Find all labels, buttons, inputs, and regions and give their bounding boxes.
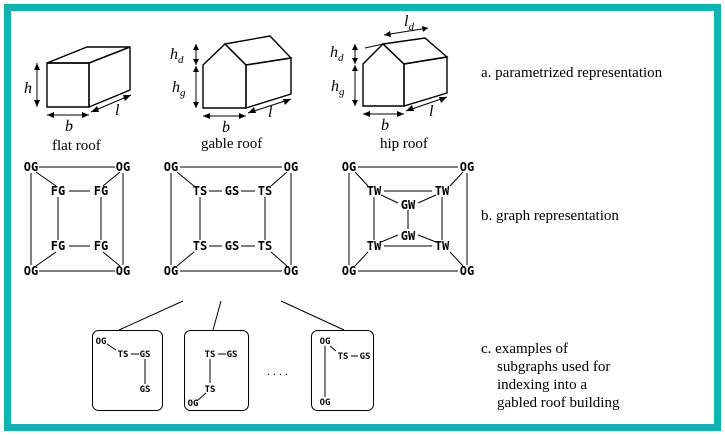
gable-graph-gs-bottom: GS [225, 239, 239, 253]
gable-b-label: b [222, 119, 230, 136]
label-a: a. parametrized representation [481, 65, 663, 81]
hip-hg-label: hg [331, 78, 345, 98]
subgraph-box-1 [92, 330, 163, 411]
gable-front-face [202, 43, 247, 109]
sub1-gs-bottom: GS [140, 385, 151, 395]
gable-graph-ts-tl: TS [193, 184, 207, 198]
ellipsis: . . . . [267, 364, 288, 378]
hip-front-face [362, 43, 405, 107]
flat-top-face [46, 46, 131, 64]
hip-graph-tw-tl: TW [367, 184, 382, 198]
gable-graph-ts-br: TS [258, 239, 272, 253]
hip-graph-gw-bottom: GW [401, 229, 416, 243]
gable-graph-og-br: OG [284, 264, 298, 278]
subgraph-connectors [118, 300, 345, 331]
hip-roof-graph [348, 166, 468, 272]
gable-roof-caption: gable roof [201, 136, 262, 152]
gable-hg-label: hg [172, 79, 186, 99]
flat-graph-og-tr: OG [116, 160, 130, 174]
hip-graph-og-bl: OG [342, 264, 356, 278]
label-c-line4: gabled roof building [497, 395, 620, 411]
teal-frame [4, 4, 721, 431]
gable-graph-ts-tr: TS [258, 184, 272, 198]
sub3-og-bottom: OG [320, 398, 331, 408]
gable-graph-og-bl: OG [164, 264, 178, 278]
flat-graph-og-br: OG [116, 264, 130, 278]
subgraph-box-3 [311, 330, 374, 411]
label-c-line3: indexing into a [497, 377, 587, 393]
gable-roof-graph [170, 166, 292, 272]
gable-hd-label: hd [170, 46, 184, 66]
gable-roof-face [223, 35, 293, 66]
gable-side-face [245, 57, 292, 109]
sub2-ts-top: TS [205, 350, 216, 360]
flat-roof-house [34, 45, 132, 118]
flat-graph-fg-bl: FG [51, 239, 65, 253]
sub3-ts: TS [338, 352, 349, 362]
hip-l-label: l [429, 103, 434, 120]
sub1-og: OG [96, 337, 107, 347]
flat-graph-fg-tl: FG [51, 184, 65, 198]
subgraph-box-2 [184, 330, 249, 411]
gable-graph-ts-bl: TS [193, 239, 207, 253]
flat-roof-graph [30, 166, 124, 272]
flat-graph-fg-tr: FG [94, 184, 108, 198]
flat-graph-og-bl: OG [24, 264, 38, 278]
flat-graph-og-tl: OG [24, 160, 38, 174]
hip-graph-tw-bl: TW [367, 239, 382, 253]
sub1-gs-top: GS [140, 350, 151, 360]
sub3-gs: GS [360, 352, 371, 362]
hip-ld-label: ld [404, 13, 414, 33]
hip-graph-tw-br: TW [435, 239, 450, 253]
hip-hd-label: hd [330, 44, 344, 64]
hip-roof-face [381, 37, 449, 65]
sub3-og-top: OG [320, 337, 331, 347]
sub2-gs: GS [227, 350, 238, 360]
sub1-ts: TS [118, 350, 129, 360]
gable-l-label: l [268, 104, 273, 121]
hip-graph-og-br: OG [460, 264, 474, 278]
hip-graph-og-tl: OG [342, 160, 356, 174]
flat-side-face [88, 45, 131, 109]
hip-roof-caption: hip roof [380, 136, 428, 152]
flat-l-label: l [115, 102, 120, 119]
flat-h-label: h [24, 80, 32, 97]
sub2-og: OG [188, 399, 199, 409]
flat-roof-caption: flat roof [52, 138, 101, 154]
hip-side-face [403, 56, 448, 107]
label-b: b. graph representation [481, 208, 619, 224]
hip-b-label: b [381, 117, 389, 134]
gable-graph-gs-top: GS [225, 184, 239, 198]
flat-graph-fg-br: FG [94, 239, 108, 253]
hip-roof-house [352, 26, 449, 117]
label-c-line1: c. examples of [481, 341, 568, 357]
label-c-line2: subgraphs used for [497, 359, 610, 375]
hip-graph-gw-top: GW [401, 198, 416, 212]
hip-graph-tw-tr: TW [435, 184, 450, 198]
gable-graph-og-tl: OG [164, 160, 178, 174]
flat-b-label: b [65, 118, 73, 135]
gable-roof-house [193, 35, 293, 119]
sub2-ts-bottom: TS [205, 385, 216, 395]
flat-front-face [46, 62, 90, 108]
gable-graph-og-tr: OG [284, 160, 298, 174]
hip-graph-og-tr: OG [460, 160, 474, 174]
